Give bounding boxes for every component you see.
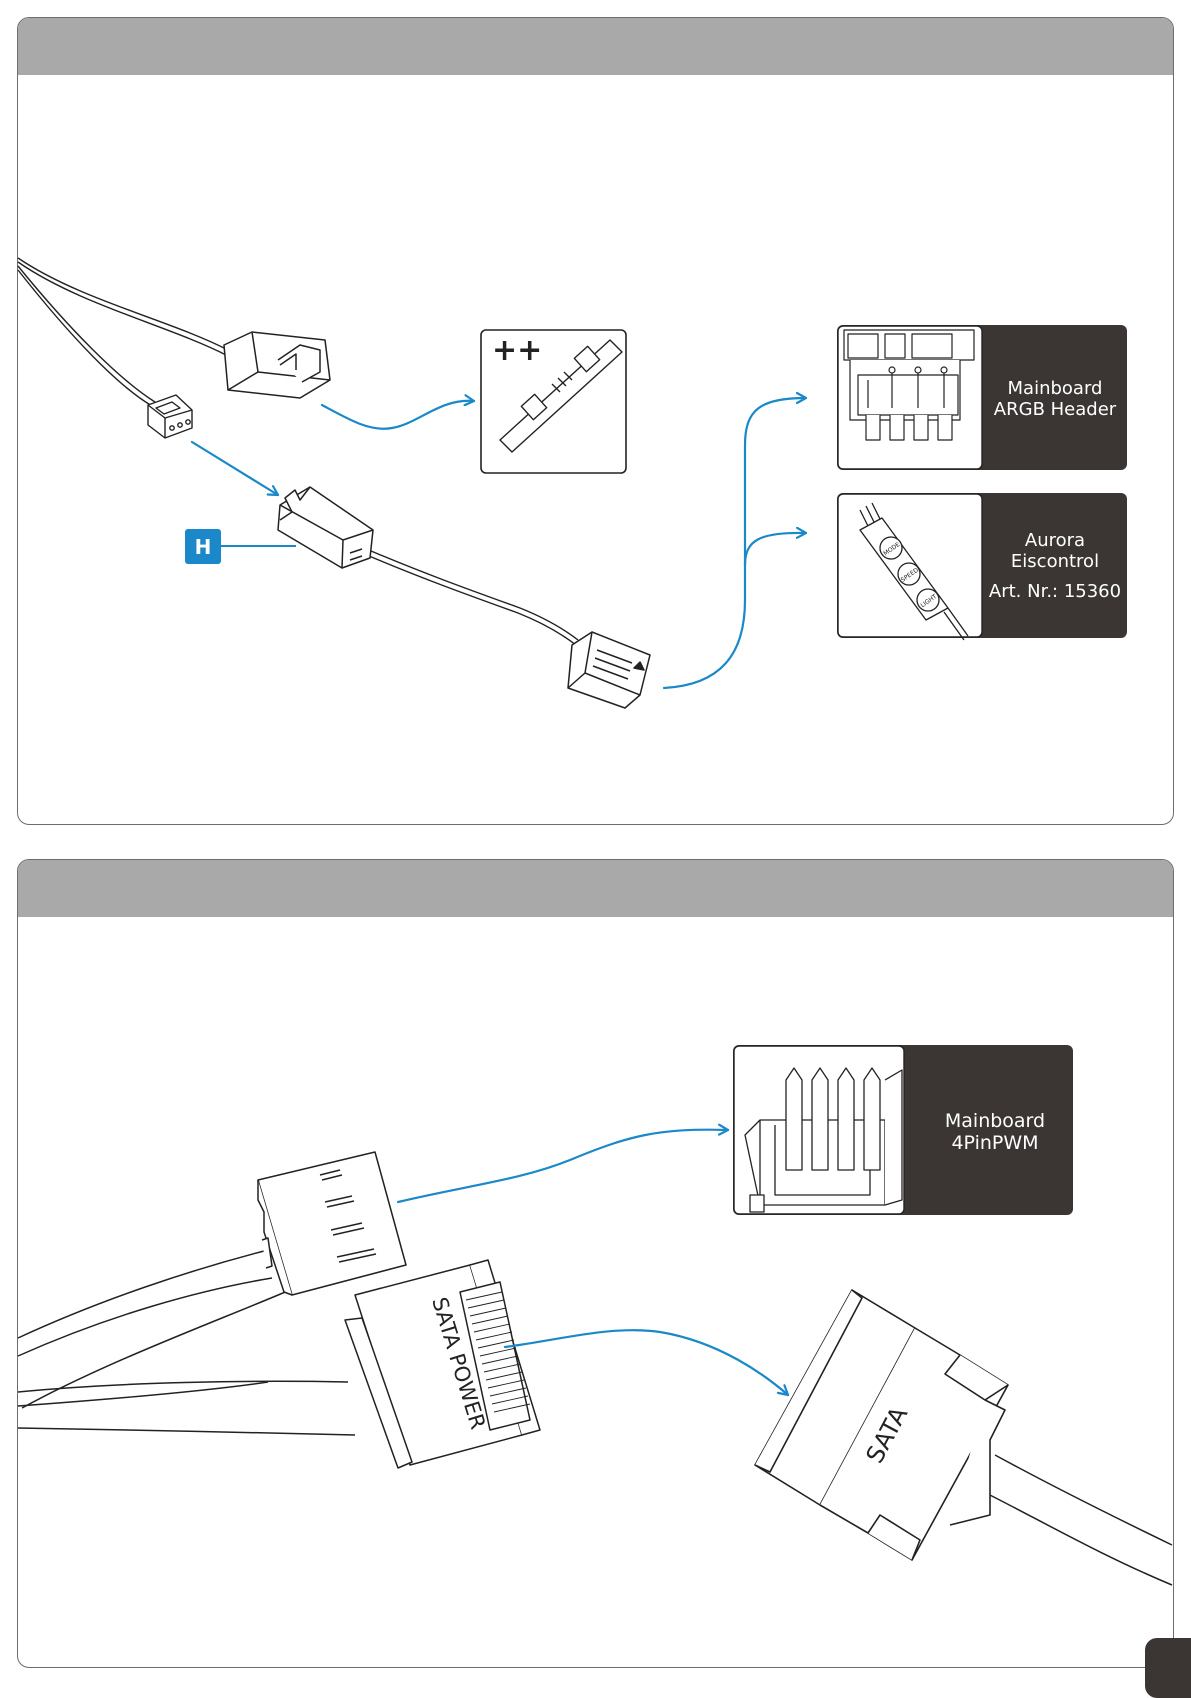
h-marker: H — [185, 529, 296, 564]
controller-label-line2: Eiscontrol — [1011, 551, 1099, 572]
h-marker-letter: H — [195, 535, 212, 559]
argb-3pin-connector — [568, 632, 650, 708]
page-corner-tab — [1145, 1638, 1191, 1698]
controller-box: MODE SPEED LIGHT Aurora Eiscontrol Art. … — [837, 493, 1127, 640]
h-connector — [278, 487, 373, 568]
argb-header-label-line2: ARGB Header — [994, 399, 1117, 420]
argb-header-box: Mainboard ARGB Header — [837, 325, 1127, 470]
pwm-header-label-line2: 4PinPWM — [951, 1132, 1038, 1154]
fan-4pin-connector — [258, 1152, 406, 1295]
pcb-plus-symbols: ++ — [492, 333, 542, 368]
sata-connector: SATA — [755, 1290, 1008, 1560]
pwm-header-label-line1: Mainboard — [945, 1110, 1045, 1132]
fan-connector-top — [224, 332, 330, 398]
pwm-header-box: Mainboard 4PinPWM — [733, 1045, 1073, 1215]
controller-label-line1: Aurora — [1025, 530, 1085, 551]
led-strip-icon: ++ — [481, 330, 626, 473]
argb-header-label-line1: Mainboard — [1008, 378, 1103, 399]
controller-label-line3: Art. Nr.: 15360 — [989, 581, 1121, 602]
sata-power-connector: SATA POWER — [345, 1260, 540, 1468]
